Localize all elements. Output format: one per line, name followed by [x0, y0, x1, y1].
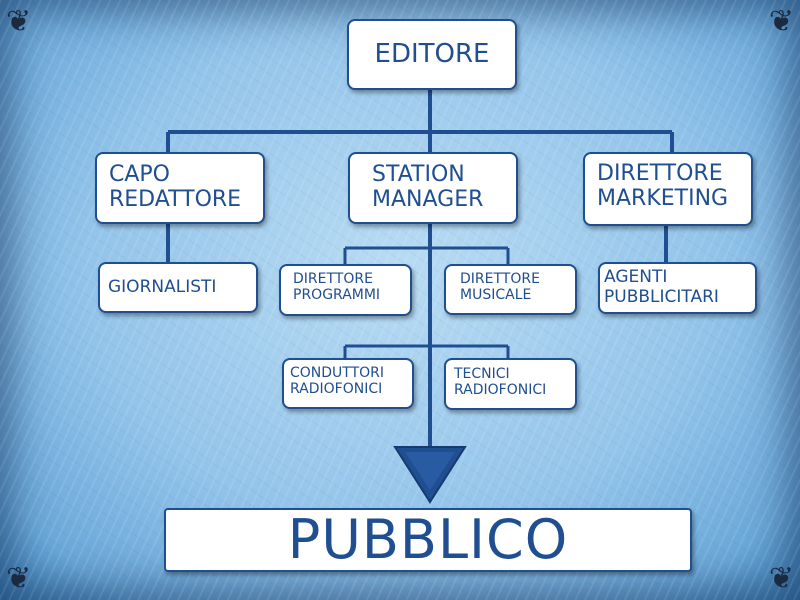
node-label-line2: PUBBLICITARI — [604, 286, 719, 307]
node-editore: EDITORE — [347, 19, 517, 90]
node-label-line2: MUSICALE — [460, 287, 532, 304]
node-label-line1: AGENTI — [604, 267, 668, 287]
node-conduttori-radiofonici: CONDUTTORI RADIOFONICI — [282, 358, 414, 409]
node-pubblico-label: PUBBLICO — [287, 507, 569, 571]
node-direttore-programmi: DIRETTORE PROGRAMMI — [279, 264, 412, 316]
node-label-line1: CAPO — [109, 162, 170, 187]
node-label-line2: MANAGER — [372, 187, 484, 213]
node-pubblico: PUBBLICO — [164, 508, 692, 572]
node-agenti-pubblicitari: AGENTI PUBBLICITARI — [598, 262, 757, 314]
node-label-line1: DIRETTORE — [293, 271, 373, 287]
node-direttore-marketing: DIRETTORE MARKETING — [583, 152, 753, 226]
node-label-line2: RADIOFONICI — [454, 382, 547, 399]
node-tecnici-radiofonici: TECNICI RADIOFONICI — [444, 358, 577, 410]
node-label-line1: TECNICI — [454, 366, 510, 382]
node-label-line2: MARKETING — [597, 186, 729, 212]
swirl-ornament-icon: ❦ — [6, 561, 32, 596]
node-label-line2: PROGRAMMI — [293, 287, 381, 304]
node-editore-label: EDITORE — [374, 38, 490, 69]
node-giornalisti: GIORNALISTI — [98, 262, 258, 313]
swirl-ornament-icon: ❦ — [6, 4, 32, 39]
swirl-ornament-icon: ❦ — [768, 4, 794, 39]
node-giornalisti-label: GIORNALISTI — [108, 276, 217, 297]
node-label-line1: DIRETTORE — [597, 161, 723, 186]
node-label-line1: DIRETTORE — [460, 271, 540, 287]
node-label-line1: CONDUTTORI — [290, 365, 385, 381]
node-capo-redattore: CAPO REDATTORE — [95, 152, 265, 224]
node-label-line1: STATION — [372, 162, 465, 187]
swirl-ornament-icon: ❦ — [768, 561, 794, 596]
node-label-line2: REDATTORE — [109, 187, 242, 213]
node-label-line2: RADIOFONICI — [290, 381, 383, 398]
node-direttore-musicale: DIRETTORE MUSICALE — [444, 264, 577, 315]
node-station-manager: STATION MANAGER — [348, 152, 518, 224]
